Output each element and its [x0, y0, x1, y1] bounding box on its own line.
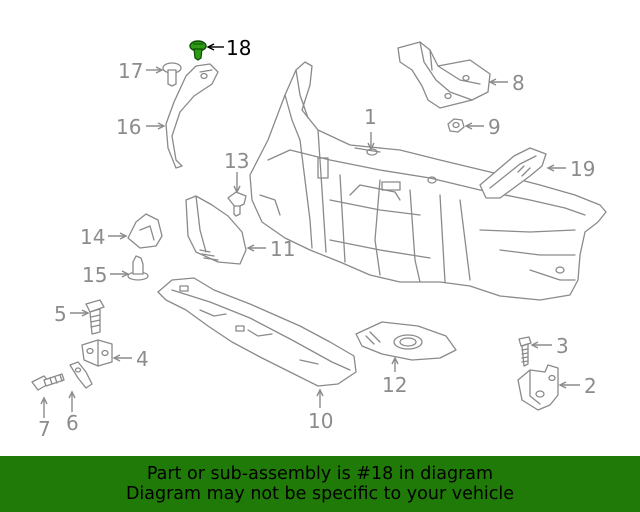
callout-10: 10: [308, 409, 333, 433]
part-19-pad: [479, 147, 547, 199]
part-16-brace: [165, 63, 219, 169]
part-2-bracket: [517, 364, 559, 411]
info-banner: Part or sub-assembly is #18 in diagram D…: [0, 456, 640, 512]
callout-7: 7: [38, 417, 51, 441]
part-8-bracket: [397, 41, 491, 109]
part-9-nut: [447, 118, 465, 133]
callout-18: 18: [226, 36, 251, 60]
callout-1: 1: [364, 105, 377, 129]
part-7-bolt: [31, 373, 65, 391]
callout-17: 17: [118, 59, 143, 83]
part-4-clip: [81, 339, 113, 367]
parts-diagram: 1 2 3 4 5 6 7 8 9 10 11 12 13 14 15 16 1…: [31, 36, 607, 441]
callout-9: 9: [488, 115, 501, 139]
banner-line-2: Diagram may not be specific to your vehi…: [125, 484, 515, 504]
callout-3: 3: [556, 334, 569, 358]
part-15-clip: [127, 255, 149, 281]
parts-diagram-svg: 1 2 3 4 5 6 7 8 9 10 11 12 13 14 15 16 1…: [31, 36, 607, 441]
callout-6: 6: [66, 411, 79, 435]
callout-11: 11: [270, 237, 295, 261]
leader-lines: [40, 43, 580, 418]
callout-14: 14: [80, 225, 105, 249]
callout-15: 15: [82, 263, 107, 287]
callout-8: 8: [512, 71, 525, 95]
part-14-latch: [127, 213, 163, 249]
part-18-retainer: [189, 40, 207, 61]
callout-5: 5: [54, 302, 67, 326]
callout-19: 19: [570, 157, 595, 181]
callout-12: 12: [382, 373, 407, 397]
part-6-strap: [69, 361, 93, 389]
part-1-radiator-support: [249, 61, 607, 301]
part-3-bolt: [518, 336, 532, 367]
part-13-pin: [227, 191, 247, 217]
callout-4: 4: [136, 347, 149, 371]
part-5-bolt: [85, 299, 105, 335]
callout-2: 2: [584, 374, 597, 398]
callout-16: 16: [116, 115, 141, 139]
part-17-fastener: [162, 62, 182, 87]
part-11-shield: [185, 195, 247, 265]
part-12-duct: [355, 321, 457, 361]
callout-13: 13: [224, 149, 249, 173]
part-10-deflector: [157, 277, 357, 387]
banner-line-1: Part or sub-assembly is #18 in diagram: [146, 464, 494, 484]
